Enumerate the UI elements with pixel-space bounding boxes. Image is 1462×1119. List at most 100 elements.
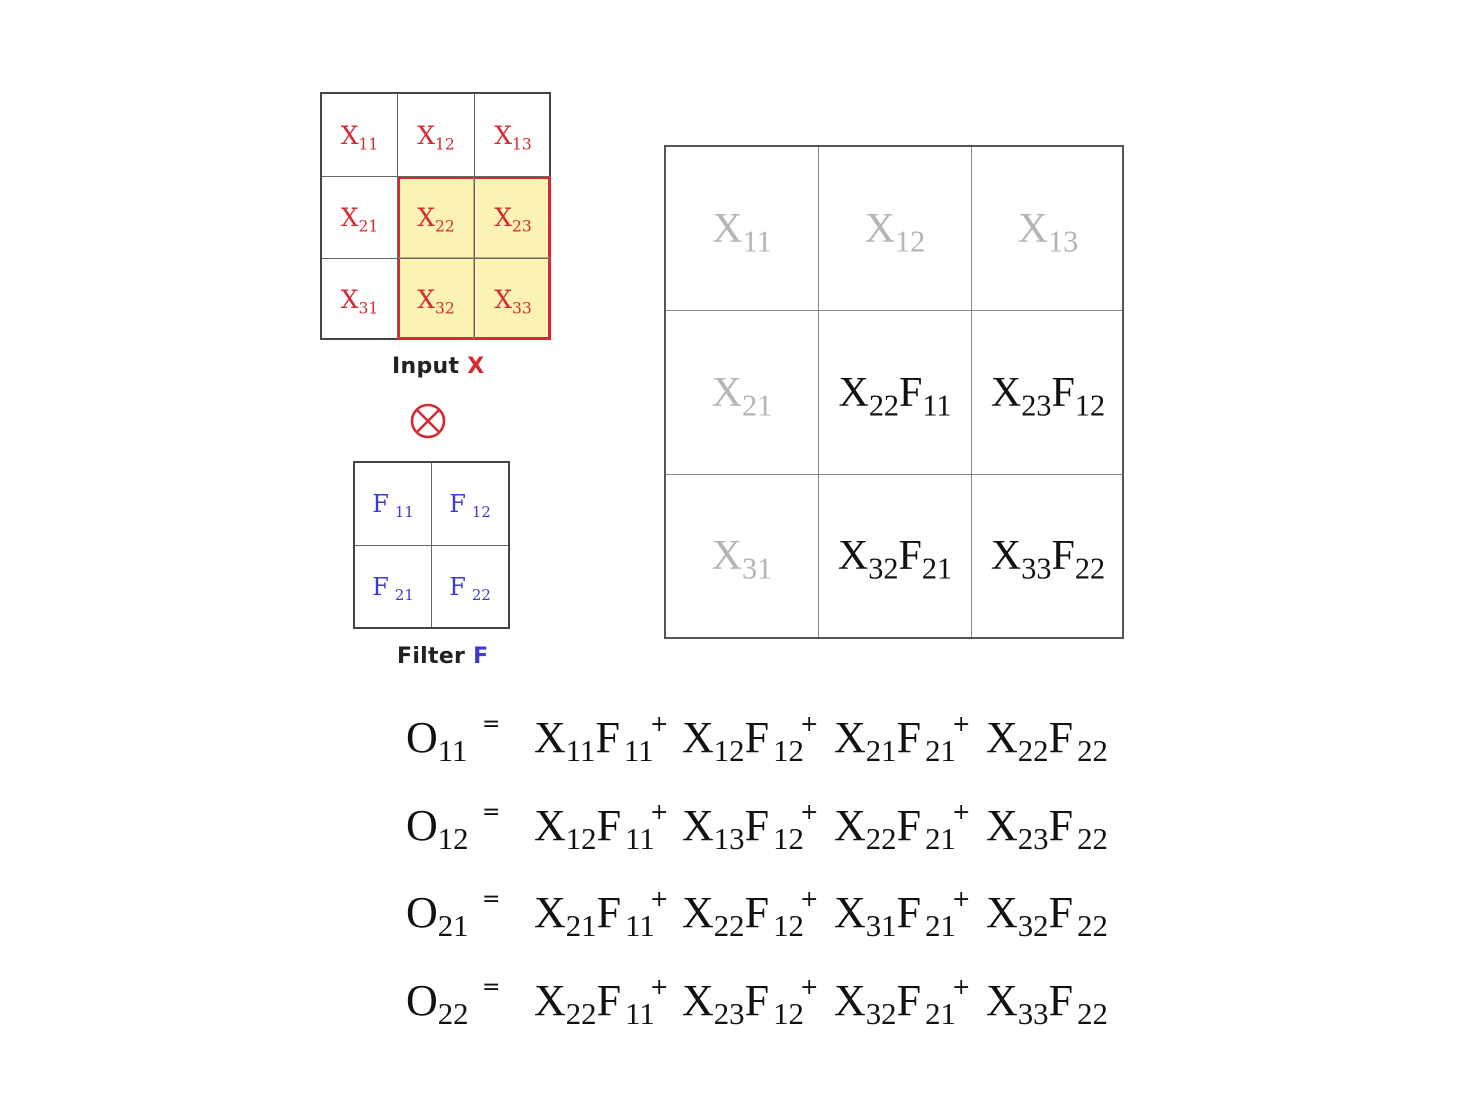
plus-sign: +: [800, 975, 819, 1000]
input-symbol: X12: [417, 120, 455, 152]
input-caption: Input X: [392, 354, 485, 379]
input-symbol-subscript: 13: [512, 134, 532, 153]
f-subscript: 12: [773, 734, 804, 769]
filter-symbol-base: F: [372, 490, 389, 518]
f-base: F: [596, 976, 622, 1025]
plus-sign: +: [952, 975, 971, 1000]
input-symbol: X13: [494, 121, 532, 153]
input-symbol-subscript: 32: [435, 298, 455, 317]
output-term-base: F: [898, 533, 922, 579]
x-base: X: [834, 801, 866, 850]
output-cell-12: X12: [819, 147, 971, 310]
x-base: X: [682, 976, 714, 1025]
output-symbol-subscript: 11: [437, 734, 468, 769]
x-base: X: [682, 888, 714, 937]
output-symbol: O22: [406, 976, 469, 1030]
x-subscript: 12: [713, 734, 745, 769]
output-symbol-base: O: [406, 801, 438, 850]
output-term: F11: [899, 369, 951, 421]
output-symbol-base: O: [406, 976, 438, 1025]
output-term: X11: [712, 205, 771, 257]
f-base: F: [896, 888, 922, 937]
x-subscript: 32: [1017, 909, 1049, 944]
input-symbol: X22: [417, 203, 455, 234]
x-base: X: [834, 976, 866, 1025]
output-term: X33: [990, 532, 1052, 584]
output-term-base: X: [712, 205, 743, 252]
x-base: X: [834, 888, 866, 937]
output-term-base: X: [1017, 205, 1049, 252]
equals-sign: =: [482, 975, 501, 1000]
filter-symbol-subscript: 22: [471, 585, 491, 604]
f-base: F: [744, 888, 770, 937]
output-term-subscript: 31: [742, 551, 773, 586]
f-subscript: 12: [773, 909, 804, 944]
input-symbol: X11: [341, 121, 379, 152]
input-symbol-base: X: [494, 203, 513, 232]
x-base: X: [986, 976, 1018, 1025]
input-symbol-base: X: [417, 203, 436, 232]
f-base: F: [744, 801, 770, 850]
equation-lhs: O11: [406, 712, 467, 767]
output-symbol: O11: [406, 713, 467, 767]
output-term: X13: [1017, 205, 1079, 257]
x-base: X: [534, 976, 566, 1025]
output-term-subscript: 13: [1048, 224, 1079, 259]
x-subscript: 22: [565, 997, 597, 1032]
input-caption-word: Input: [392, 354, 460, 379]
x-subscript: 23: [713, 997, 745, 1032]
filter-caption-word: Filter: [397, 644, 466, 669]
f-base: F: [595, 713, 620, 762]
output-term: F22: [1051, 532, 1105, 584]
output-symbol: O12: [406, 801, 469, 855]
input-symbol-subscript: 33: [512, 298, 532, 317]
x-base: X: [986, 801, 1018, 850]
output-term: X22: [838, 369, 899, 421]
output-term-base: F: [1051, 369, 1075, 416]
filter-caption-letter: F: [473, 644, 489, 669]
f-subscript: 11: [625, 822, 655, 857]
f-subscript: 21: [925, 822, 956, 857]
output-symbol: O21: [406, 888, 469, 942]
output-term-base: X: [990, 533, 1022, 579]
f-subscript: 22: [1077, 997, 1108, 1032]
equation-lhs: O12: [406, 800, 469, 855]
plus-sign: +: [650, 800, 669, 825]
input-cell-21: X21: [322, 177, 397, 258]
x-subscript: 11: [565, 734, 596, 769]
input-symbol-subscript: 23: [512, 217, 532, 236]
f-base: F: [1048, 801, 1074, 850]
input-symbol-base: X: [417, 120, 436, 150]
output-symbol-subscript: 12: [437, 822, 469, 857]
x-base: X: [986, 888, 1018, 937]
f-base: F: [596, 801, 622, 850]
output-term-subscript: 21: [921, 551, 953, 586]
plus-sign: +: [800, 712, 819, 737]
input-symbol-base: X: [417, 284, 436, 314]
output-term-base: X: [990, 369, 1022, 416]
equals-sign: =: [482, 887, 501, 912]
f-subscript: 11: [625, 909, 655, 944]
x-subscript: 23: [1017, 822, 1049, 857]
input-symbol: X23: [494, 203, 532, 236]
output-cell-11: X11: [666, 147, 818, 310]
output-cell-21: X21: [666, 311, 818, 474]
x-base: X: [834, 713, 866, 762]
x-subscript: 21: [865, 734, 897, 769]
f-base: F: [1048, 713, 1074, 762]
